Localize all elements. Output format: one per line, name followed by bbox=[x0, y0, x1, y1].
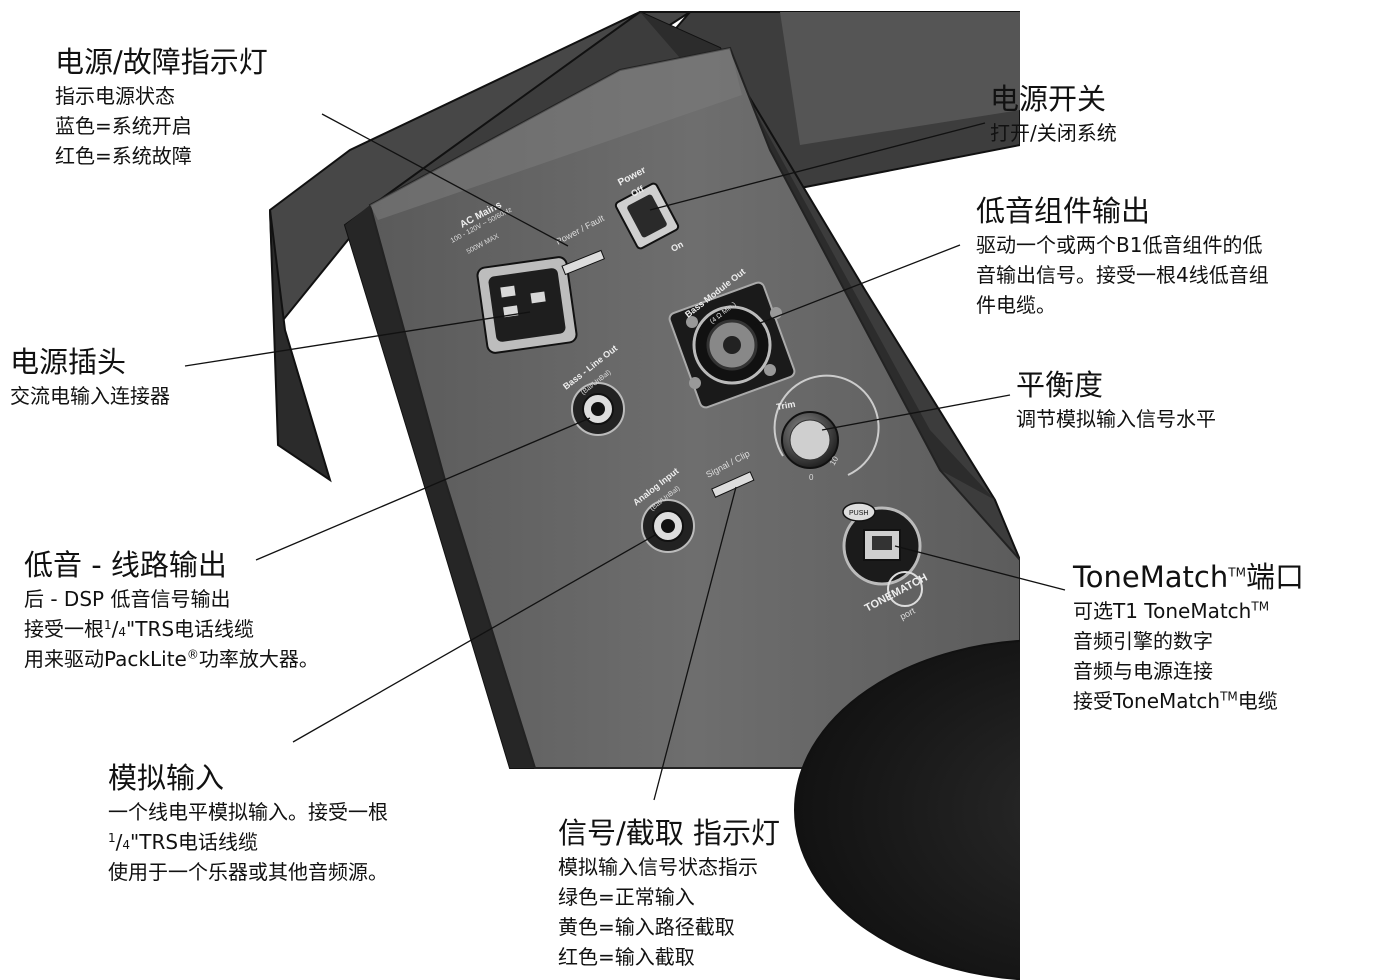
panel-trim: Trim bbox=[776, 399, 796, 412]
power-fault-line: 红色=系统故障 bbox=[55, 144, 192, 168]
plate-highlight bbox=[370, 48, 742, 220]
ac-pin bbox=[530, 291, 546, 304]
callout-power-switch: 电源开关 打开/关闭系统 bbox=[990, 80, 1117, 148]
bass-line-out-line: 后 - DSP 低音信号输出 bbox=[24, 587, 231, 611]
leader-signal-clip bbox=[653, 486, 737, 801]
left-rail bbox=[345, 205, 535, 768]
panel-trim-min: 0 bbox=[809, 473, 814, 482]
power-switch-rocker bbox=[627, 194, 667, 238]
leader-tonematch bbox=[894, 545, 1066, 591]
bass-line-out-line: 用来驱动PackLite®功率放大器。 bbox=[24, 647, 319, 671]
leader-power-switch bbox=[649, 122, 986, 211]
callout-trim: 平衡度 调节模拟输入信号水平 bbox=[1016, 366, 1216, 434]
signal-clip-led bbox=[711, 471, 755, 498]
analog-input-title: 模拟输入 bbox=[108, 761, 225, 795]
leader-power-plug bbox=[184, 311, 531, 367]
callout-tonematch-port: ToneMatchTM端口 可选T1 ToneMatchTM 音频引擎的数字 音… bbox=[1073, 558, 1304, 716]
push-tab bbox=[842, 502, 876, 522]
tonematch-line: 音频与电源连接 bbox=[1073, 659, 1213, 683]
trim-line: 调节模拟输入信号水平 bbox=[1016, 407, 1216, 431]
leader-bass-line-out bbox=[255, 417, 591, 561]
power-fault-line: 指示电源状态 bbox=[55, 84, 175, 108]
callout-bass-line-out: 低音 - 线路输出 后 - DSP 低音信号输出 接受一根1/4"TRS电话线缆… bbox=[24, 546, 319, 674]
left-wing-edge bbox=[269, 209, 332, 483]
bass-module-line: 件电缆。 bbox=[976, 293, 1056, 317]
bass-line-out-line: 接受一根1/4"TRS电话线缆 bbox=[24, 617, 255, 641]
leader-power-fault bbox=[321, 113, 569, 247]
signal-clip-line: 模拟输入信号状态指示 bbox=[558, 855, 758, 879]
power-fault-led bbox=[561, 249, 605, 276]
leader-analog-input bbox=[292, 534, 656, 743]
top-bar-face bbox=[780, 12, 1020, 145]
bass-module-line: 音输出信号。接受一根4线低音组 bbox=[976, 263, 1269, 287]
callout-bass-module-out: 低音组件输出 驱动一个或两个B1低音组件的低 音输出信号。接受一根4线低音组 件… bbox=[976, 192, 1269, 320]
power-plug-line: 交流电输入连接器 bbox=[10, 384, 170, 408]
bass-module-title: 低音组件输出 bbox=[976, 194, 1151, 228]
callout-power-fault: 电源/故障指示灯 指示电源状态 蓝色=系统开启 红色=系统故障 bbox=[55, 43, 268, 171]
analog-input-line: 一个线电平模拟输入。接受一根 bbox=[108, 800, 388, 824]
power-switch-line: 打开/关闭系统 bbox=[990, 121, 1117, 145]
signal-clip-line: 黄色=输入路径截取 bbox=[558, 915, 735, 939]
callout-analog-input: 模拟输入 一个线电平模拟输入。接受一根 1/4"TRS电话线缆 使用于一个乐器或… bbox=[108, 759, 388, 887]
signal-clip-line: 红色=输入截取 bbox=[558, 945, 695, 969]
callout-signal-clip: 信号/截取 指示灯 模拟输入信号状态指示 绿色=正常输入 黄色=输入路径截取 红… bbox=[558, 814, 780, 972]
signal-clip-title: 信号/截取 指示灯 bbox=[558, 816, 780, 850]
tonematch-logo-ring bbox=[887, 571, 923, 607]
bass-module-line: 驱动一个或两个B1低音组件的低 bbox=[976, 233, 1263, 257]
analog-input-line: 使用于一个乐器或其他音频源。 bbox=[108, 860, 388, 884]
trim-title: 平衡度 bbox=[1016, 368, 1104, 402]
tonematch-line: 可选T1 ToneMatchTM bbox=[1073, 599, 1270, 623]
ac-inlet-socket bbox=[488, 268, 566, 342]
power-fault-title: 电源/故障指示灯 bbox=[55, 45, 268, 79]
tonematch-line: 接受ToneMatchTM电缆 bbox=[1073, 689, 1278, 713]
bass-line-out-title: 低音 - 线路输出 bbox=[24, 548, 227, 582]
signal-clip-line: 绿色=正常输入 bbox=[558, 885, 695, 909]
tonematch-title: ToneMatchTM端口 bbox=[1073, 560, 1304, 594]
power-plug-title: 电源插头 bbox=[10, 345, 127, 379]
woofer-mask bbox=[1020, 0, 1376, 980]
callout-power-plug: 电源插头 交流电输入连接器 bbox=[10, 343, 170, 411]
trim-scale bbox=[773, 374, 880, 476]
panel-push: PUSH bbox=[849, 510, 868, 517]
leader-trim bbox=[821, 394, 1011, 431]
power-fault-line: 蓝色=系统开启 bbox=[55, 114, 192, 138]
ac-pin bbox=[500, 285, 516, 298]
leader-bass-module bbox=[754, 244, 961, 326]
analog-input-line: 1/4"TRS电话线缆 bbox=[108, 830, 259, 854]
tonematch-line: 音频引擎的数字 bbox=[1073, 629, 1213, 653]
leader-lines bbox=[184, 113, 1066, 801]
power-switch-title: 电源开关 bbox=[990, 82, 1107, 116]
